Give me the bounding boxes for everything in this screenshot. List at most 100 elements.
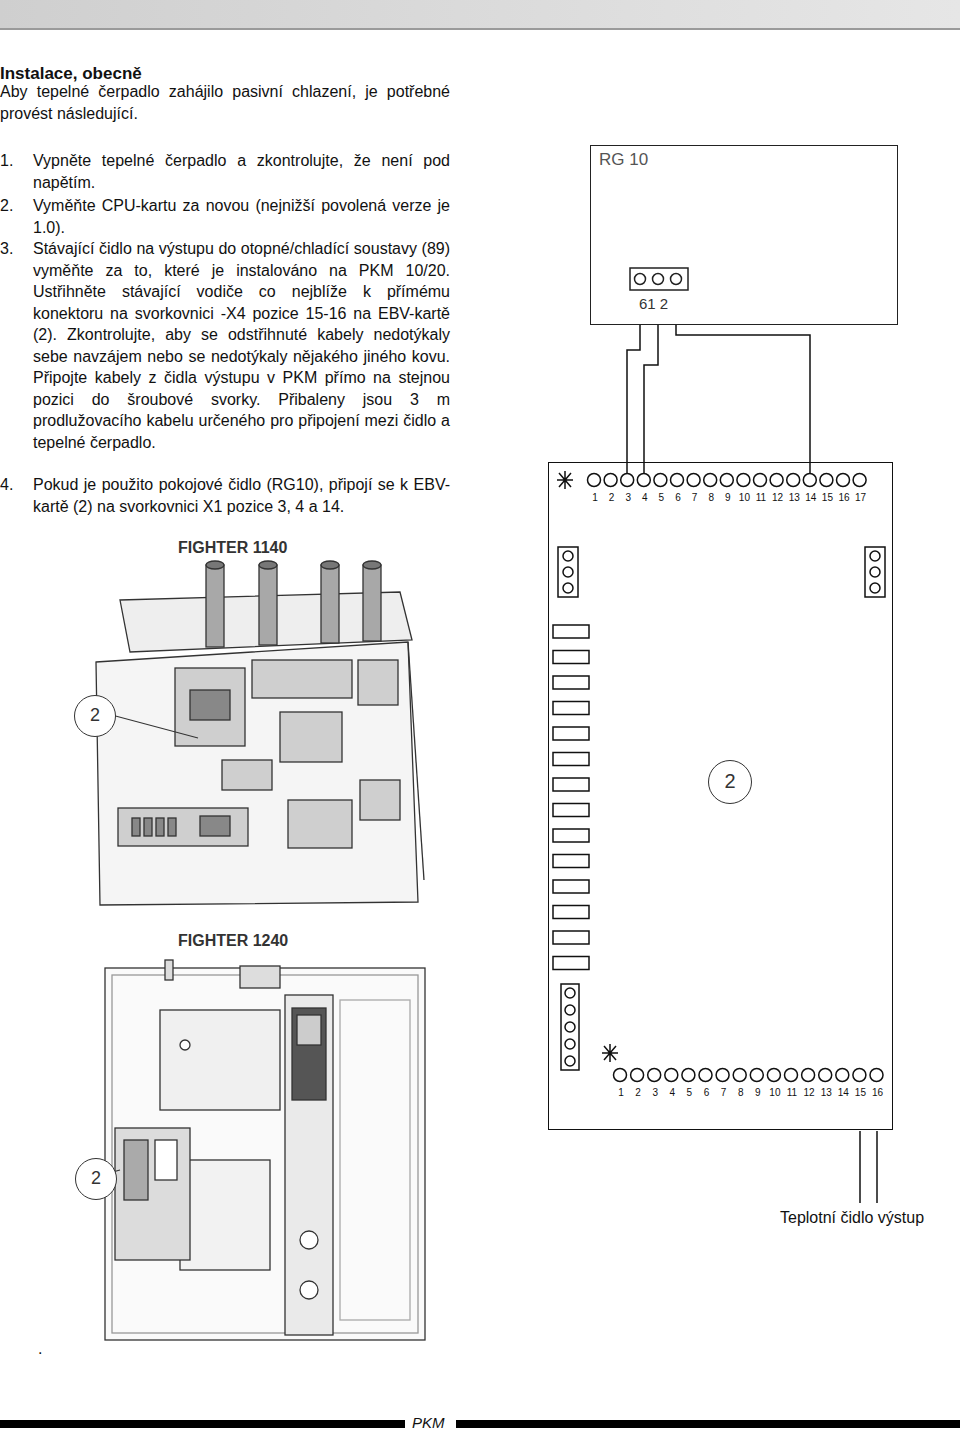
figure-title: FIGHTER 1240 bbox=[178, 930, 288, 952]
list-number: 1. bbox=[0, 150, 13, 172]
card-tab bbox=[553, 651, 589, 664]
pin-numbers: 61 2 bbox=[639, 295, 668, 312]
card-tab bbox=[553, 727, 589, 740]
terminal-screw bbox=[621, 474, 634, 487]
terminal-number: 1 bbox=[612, 1087, 630, 1098]
terminal-number: 5 bbox=[652, 492, 670, 503]
body-text: Vypněte tepelné čerpadlo a zkontrolujte,… bbox=[33, 150, 450, 193]
terminal-screw bbox=[704, 474, 717, 487]
terminal-screw bbox=[588, 474, 601, 487]
terminal-screw bbox=[853, 474, 866, 487]
callout-number: 2 bbox=[75, 1158, 117, 1200]
card-tab bbox=[553, 625, 589, 638]
figure-title: FIGHTER 1140 bbox=[178, 537, 287, 559]
terminal-number: 12 bbox=[769, 492, 787, 503]
ebv-card-details bbox=[553, 463, 885, 1203]
callout-number: 2 bbox=[708, 760, 752, 804]
terminal-number: 8 bbox=[702, 492, 720, 503]
list-number: 2. bbox=[0, 195, 13, 217]
terminal-screw bbox=[671, 474, 684, 487]
card-tab bbox=[553, 931, 589, 944]
terminal-screw bbox=[767, 1069, 780, 1082]
terminal-number: 11 bbox=[783, 1087, 801, 1098]
card-tab bbox=[553, 702, 589, 715]
body-text: Pokud je použito pokojové čidlo (RG10), … bbox=[33, 474, 450, 517]
body-text: Aby tepelné čerpadlo zahájilo pasivní ch… bbox=[0, 81, 450, 124]
card-tab bbox=[553, 906, 589, 919]
terminal-number: 9 bbox=[719, 492, 737, 503]
wire bbox=[676, 325, 810, 462]
card-tab bbox=[553, 804, 589, 817]
footer-bars bbox=[0, 1420, 960, 1428]
terminal-number: 3 bbox=[646, 1087, 664, 1098]
terminal-screw bbox=[836, 1069, 849, 1082]
card-tab bbox=[553, 778, 589, 791]
terminal-number: 10 bbox=[735, 492, 753, 503]
terminal-screw bbox=[820, 474, 833, 487]
card-tab bbox=[553, 855, 589, 868]
list-number: 4. bbox=[0, 474, 13, 496]
terminal-number: 7 bbox=[686, 492, 704, 503]
page-title: Instalace, obecně bbox=[0, 63, 142, 85]
terminal-number: 2 bbox=[629, 1087, 647, 1098]
terminal-number: 15 bbox=[851, 1087, 869, 1098]
terminal-screw bbox=[770, 474, 783, 487]
terminal-screw bbox=[754, 474, 767, 487]
terminal-screw bbox=[870, 1069, 883, 1082]
terminal-number: 13 bbox=[817, 1087, 835, 1098]
terminal-number: 4 bbox=[663, 1087, 681, 1098]
wire bbox=[627, 325, 640, 462]
list-number: 3. bbox=[0, 238, 13, 260]
terminal-number: 10 bbox=[766, 1087, 784, 1098]
terminal-screw bbox=[637, 474, 650, 487]
rg10-connector bbox=[630, 268, 688, 290]
terminal-screw bbox=[687, 474, 700, 487]
terminal-number: 14 bbox=[802, 492, 820, 503]
terminal-screw bbox=[750, 1069, 763, 1082]
terminal-screw bbox=[737, 474, 750, 487]
terminal-screw bbox=[803, 474, 816, 487]
terminal-number: 12 bbox=[800, 1087, 818, 1098]
terminal-number: 16 bbox=[869, 1087, 887, 1098]
terminal-number: 8 bbox=[732, 1087, 750, 1098]
terminal-number: 4 bbox=[636, 492, 654, 503]
terminal-number: 14 bbox=[834, 1087, 852, 1098]
callout-number: 2 bbox=[709, 770, 751, 793]
card-tab bbox=[553, 753, 589, 766]
terminal-screw bbox=[819, 1069, 832, 1082]
terminal-number: 3 bbox=[619, 492, 637, 503]
callout-number: 2 bbox=[75, 705, 115, 726]
sensor-wires bbox=[627, 325, 810, 462]
terminal-number: 17 bbox=[852, 492, 870, 503]
terminal-number: 11 bbox=[752, 492, 770, 503]
terminal-screw bbox=[682, 1069, 695, 1082]
terminal-number: 6 bbox=[669, 492, 687, 503]
terminal-screw bbox=[654, 474, 667, 487]
terminal-screw bbox=[787, 474, 800, 487]
terminal-number: 5 bbox=[680, 1087, 698, 1098]
room-sensor-box: RG 10 61 2 bbox=[590, 145, 898, 325]
fighter-1140-drawing bbox=[96, 561, 424, 905]
terminal-screw bbox=[837, 474, 850, 487]
callout-number: 2 bbox=[76, 1168, 116, 1189]
header-band bbox=[0, 0, 960, 30]
terminal-screw bbox=[614, 1069, 627, 1082]
footer-text: PKM bbox=[412, 1414, 445, 1432]
terminal-screw bbox=[604, 474, 617, 487]
terminal-screw bbox=[716, 1069, 729, 1082]
terminal-number: 15 bbox=[818, 492, 836, 503]
body-text: Vyměňte CPU-kartu za novou (nejnižší pov… bbox=[33, 195, 450, 238]
terminal-number: 9 bbox=[749, 1087, 767, 1098]
terminal-screw bbox=[648, 1069, 661, 1082]
fighter-1240-drawing bbox=[105, 960, 425, 1340]
sensor-label: Teplotní čidlo výstup bbox=[780, 1207, 924, 1229]
terminal-screw bbox=[785, 1069, 798, 1082]
device-name: RG 10 bbox=[599, 150, 648, 170]
card-tab bbox=[553, 676, 589, 689]
terminal-number: 13 bbox=[785, 492, 803, 503]
terminal-number: 2 bbox=[603, 492, 621, 503]
card-tab bbox=[553, 829, 589, 842]
terminal-number: 6 bbox=[698, 1087, 716, 1098]
terminal-screw bbox=[802, 1069, 815, 1082]
ebv-card: 1234567891011121314151617123456789101112… bbox=[548, 462, 893, 1130]
